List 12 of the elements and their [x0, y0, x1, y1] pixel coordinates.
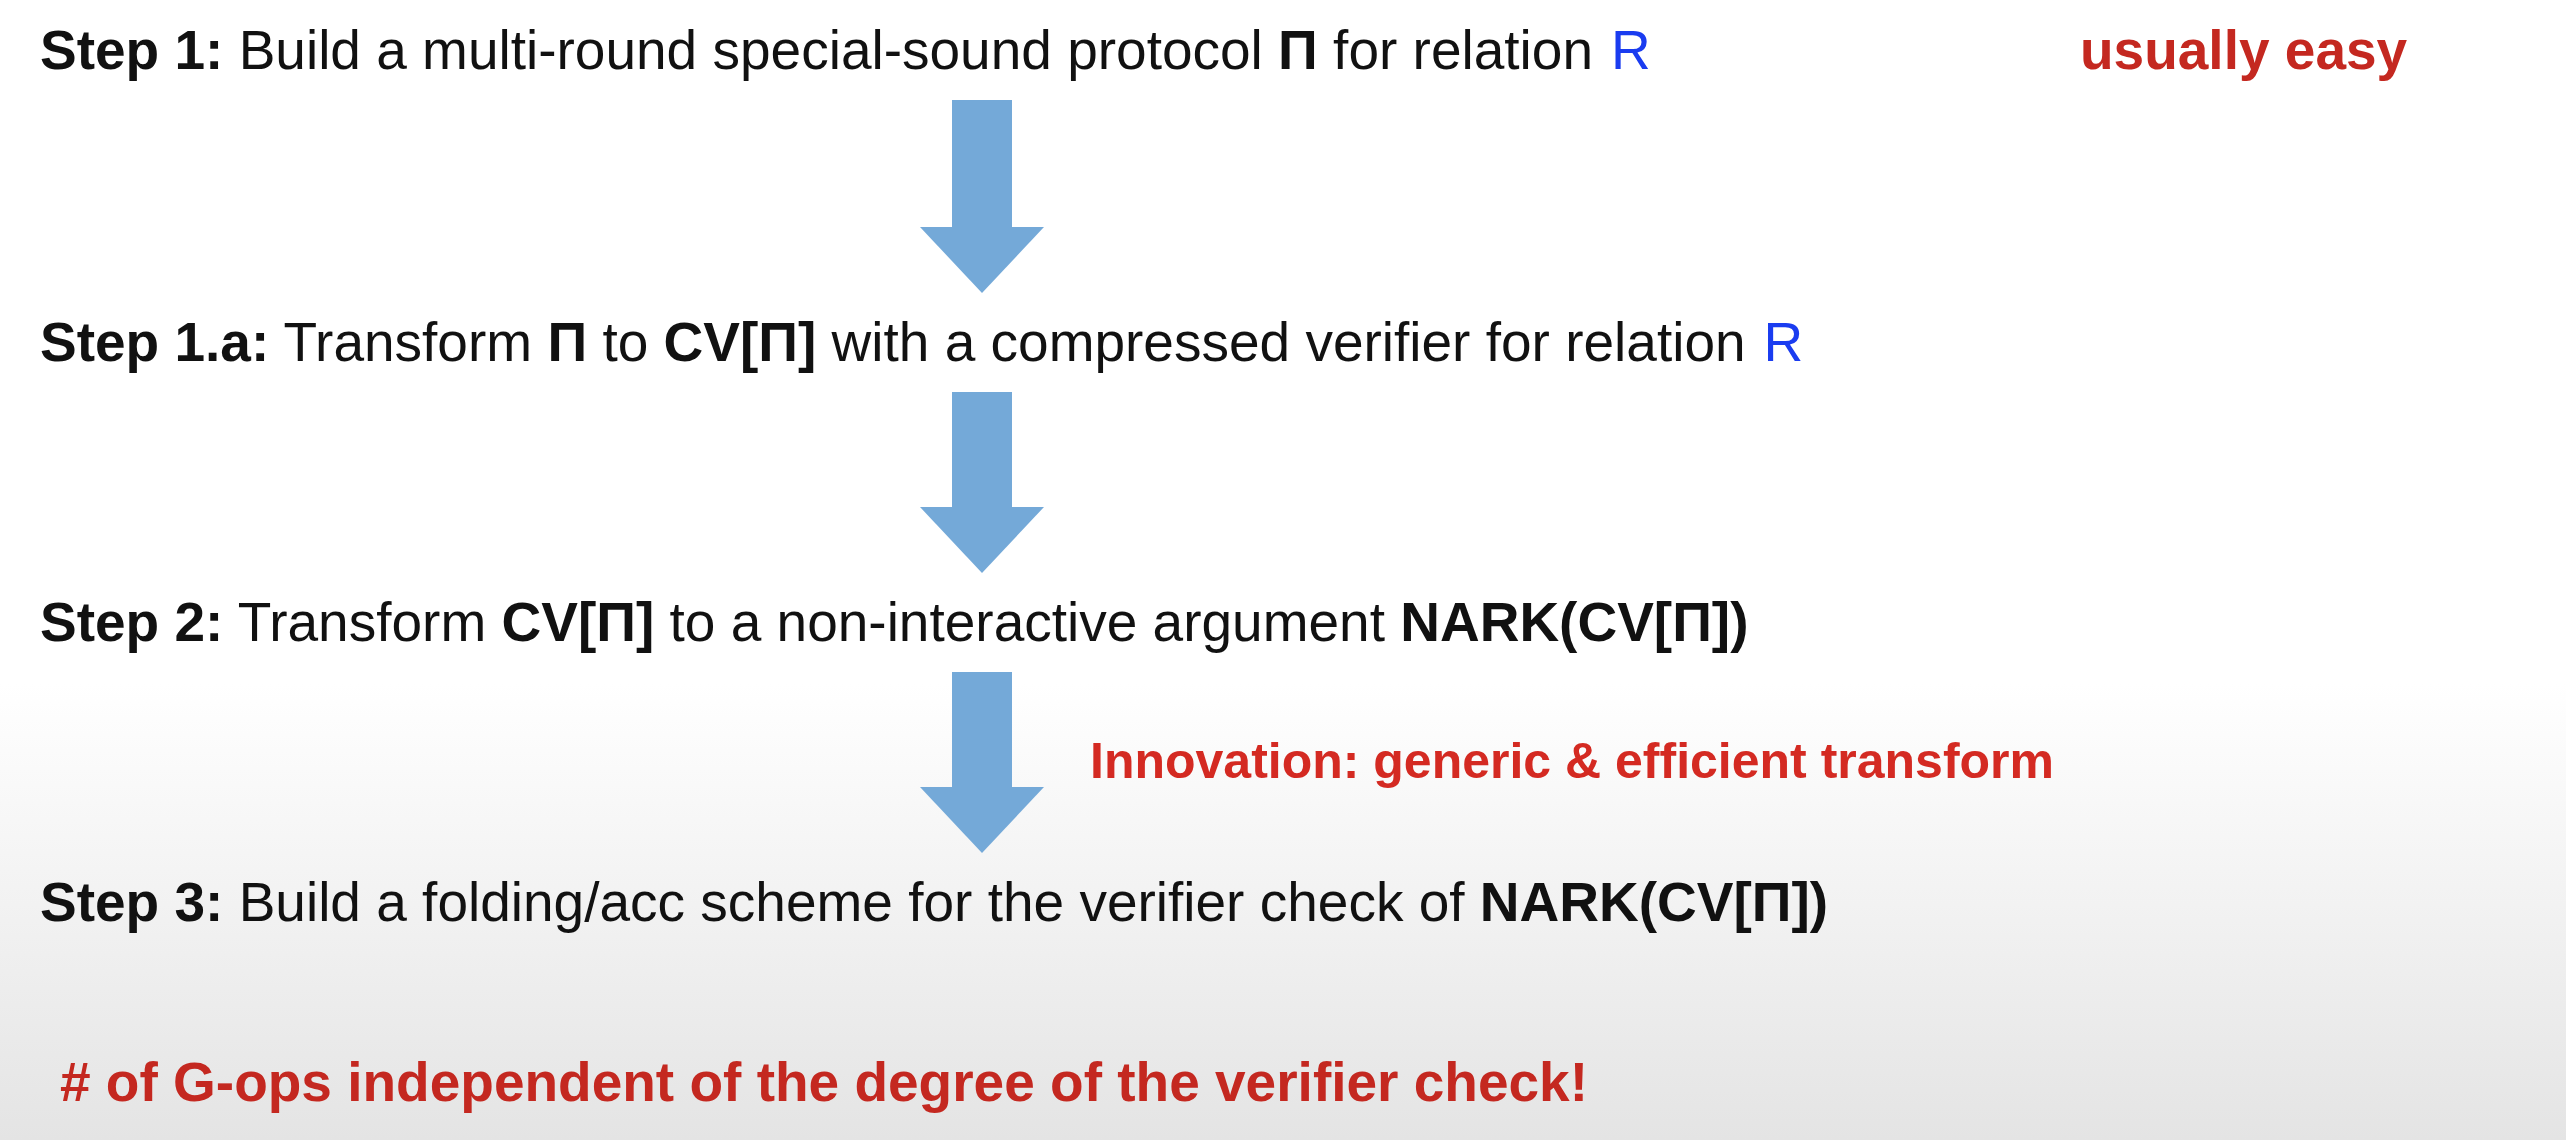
relation-symbol: R	[1763, 310, 1804, 374]
relation-symbol: R	[1611, 18, 1651, 82]
block-arrow	[920, 672, 1044, 853]
block-arrow	[920, 100, 1044, 293]
note-text: # of G-ops independent of the degree of the verifier check!	[60, 1050, 1589, 1114]
edge-label: Innovation: generic & efficient transform	[1090, 732, 2054, 790]
block-arrow	[920, 392, 1044, 573]
step-text: Step 1: Build a multi-round special-sound protocol Π for relation	[40, 18, 1593, 82]
step-text: Step 2: Transform CV[Π] to a non-interactive argument NARK(CV[Π])	[40, 590, 1749, 654]
step-text: Step 3: Build a folding/acc scheme for the verifier check of NARK(CV[Π])	[40, 870, 1829, 934]
note-text: usually easy	[2080, 18, 2408, 82]
step-text: Step 1.a: Transform Π to CV[Π] with a compressed verifier for relation	[40, 310, 1746, 374]
